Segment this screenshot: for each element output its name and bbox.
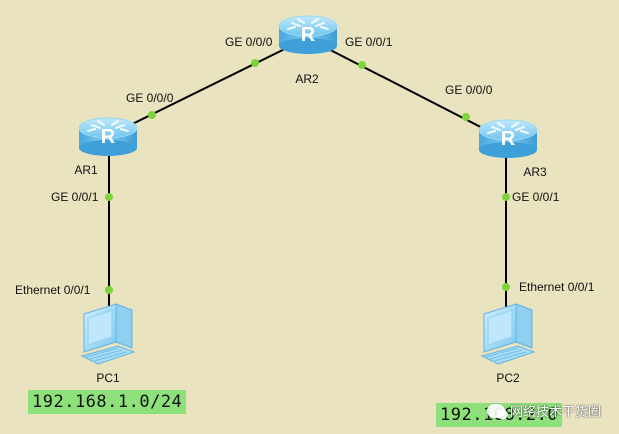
- subnet-label-left: 192.168.1.0/24: [28, 390, 187, 414]
- pc1-icon[interactable]: [81, 303, 135, 365]
- label-ar2-ge000: GE 0/0/0: [225, 35, 273, 49]
- label-ar3-ge000: GE 0/0/0: [445, 83, 493, 97]
- port-dot-ar3-ge001: [502, 193, 510, 201]
- device-label-ar3: AR3: [523, 165, 547, 179]
- label-ar2-ge001: GE 0/0/1: [345, 35, 393, 49]
- watermark-text: 网络技术干货圈: [509, 405, 601, 420]
- port-dot-ar1-ge001: [105, 193, 113, 201]
- pc2-icon[interactable]: [481, 303, 535, 365]
- port-dot-ar3-ge000: [462, 113, 470, 121]
- router-ar2[interactable]: R: [278, 15, 338, 55]
- port-dot-pc1-eth: [105, 286, 113, 294]
- port-dot-ar2-ge001: [358, 61, 366, 69]
- label-ar1-ge000: GE 0/0/0: [126, 91, 174, 105]
- router-ar2-glyph: R: [301, 24, 316, 46]
- device-label-ar1: AR1: [74, 163, 98, 177]
- wechat-icon: [486, 403, 508, 419]
- label-pc1-eth: Ethernet 0/0/1: [15, 283, 91, 297]
- port-dot-ar1-ge000: [148, 111, 156, 119]
- router-ar1[interactable]: R: [78, 117, 138, 157]
- label-ar1-ge001: GE 0/0/1: [51, 190, 99, 204]
- device-label-ar2: AR2: [295, 72, 319, 86]
- router-ar3[interactable]: R: [478, 119, 538, 159]
- device-label-pc2: PC2: [496, 371, 520, 385]
- link-ar2-ar3: [306, 37, 507, 141]
- label-ar3-ge001: GE 0/0/1: [512, 190, 560, 204]
- port-dot-ar2-ge000: [251, 59, 259, 67]
- router-ar1-glyph: R: [101, 126, 116, 148]
- watermark: 网络技术干货圈: [486, 401, 601, 420]
- device-label-pc1: PC1: [96, 371, 120, 385]
- port-dot-pc2-eth: [502, 283, 510, 291]
- router-ar3-glyph: R: [501, 128, 516, 150]
- link-ar1-ar2: [109, 37, 308, 136]
- label-pc2-eth: Ethernet 0/0/1: [519, 280, 595, 294]
